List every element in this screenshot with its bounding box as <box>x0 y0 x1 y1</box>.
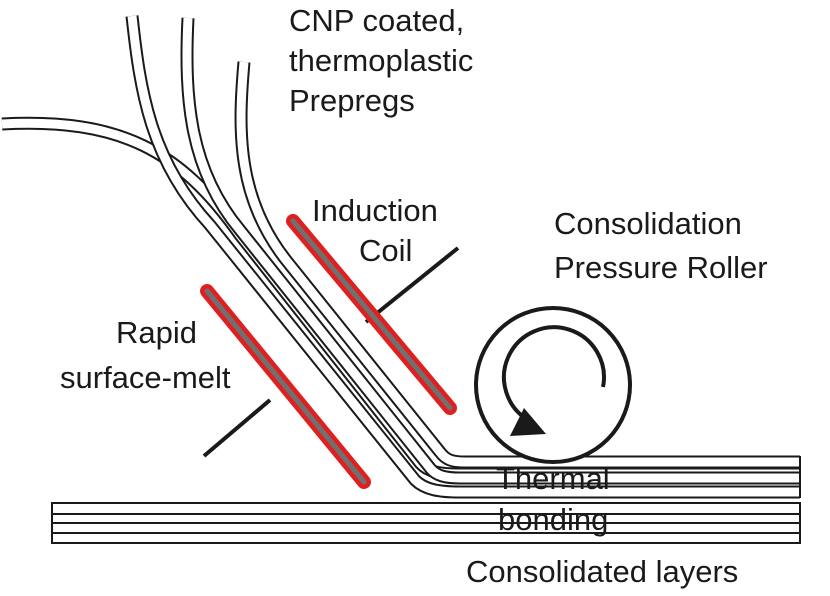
label-induction-line1: Induction <box>312 193 438 228</box>
pressure-roller <box>474 306 632 464</box>
label-roller-line1: Consolidation <box>554 206 742 241</box>
surface-melt-pointer <box>202 398 272 458</box>
coil-inner-core <box>290 218 453 411</box>
induction-coil-upper <box>286 214 457 415</box>
prepreg-tapes <box>1 15 801 499</box>
label-roller-line2: Pressure Roller <box>554 250 768 285</box>
coil-inner-core <box>204 288 367 485</box>
label-consolidated-layers: Consolidated layers <box>466 554 738 589</box>
label-surface-melt-line1: Rapid <box>116 315 197 350</box>
label-surface-melt-line2: surface-melt <box>60 360 231 395</box>
label-induction-coil: Induction Coil <box>312 193 438 268</box>
label-thermal-bonding: Thermal bonding <box>496 461 610 537</box>
label-induction-line2: Coil <box>359 233 412 268</box>
rotation-arrow-arc <box>501 325 606 422</box>
label-prepregs-line3: Prepregs <box>289 83 415 118</box>
prepreg-tape-core <box>127 15 800 497</box>
label-thermal-line1: Thermal <box>496 461 610 496</box>
rotation-arrow-head <box>510 408 546 436</box>
induction-coil-lower <box>200 284 371 489</box>
label-prepregs: CNP coated, thermoplastic Prepregs <box>289 3 473 118</box>
prepreg-tape-core <box>182 17 800 483</box>
label-thermal-line2: bonding <box>498 502 608 537</box>
roller-circle <box>474 306 632 464</box>
label-prepregs-line1: CNP coated, <box>289 3 464 38</box>
consolidated-layers <box>51 502 801 544</box>
label-surface-melt: Rapid surface-melt <box>60 315 231 395</box>
label-prepregs-line2: thermoplastic <box>289 43 473 78</box>
prepreg-tape-core <box>236 61 800 467</box>
label-roller: Consolidation Pressure Roller <box>554 206 768 285</box>
induction-coil-pointer <box>364 246 460 324</box>
